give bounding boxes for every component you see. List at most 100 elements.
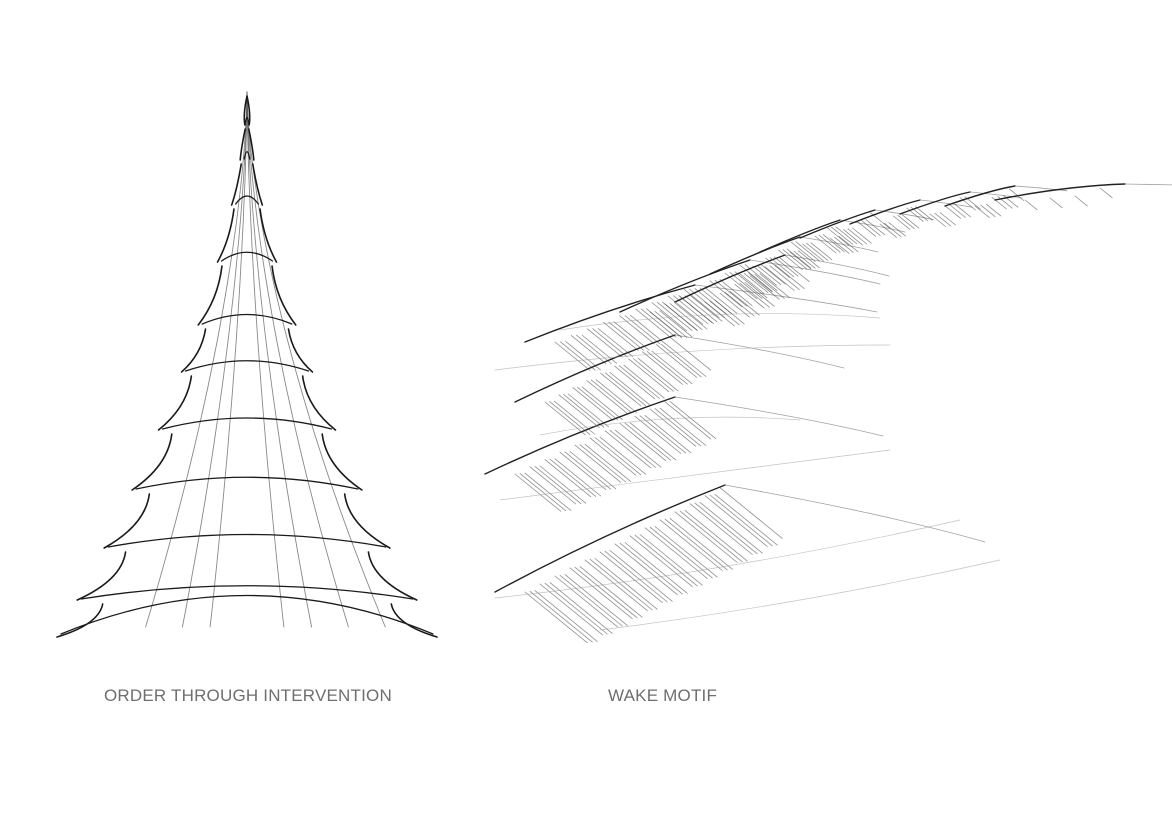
tree-tier-arc: [60, 594, 434, 635]
wake-hatch-stroke: [514, 473, 562, 512]
wake-ridge-line: [484, 396, 676, 475]
wake-hatch-stroke: [810, 242, 833, 261]
wake-hatch-stroke: [644, 527, 708, 579]
wake-hatch-stroke: [795, 241, 820, 262]
tree-branch-edge: [248, 128, 255, 161]
wake-hatch-stroke: [765, 257, 790, 278]
tree-tier-arc: [107, 533, 387, 548]
wake-hatch-stroke: [689, 503, 753, 555]
wake-hatch-stroke: [628, 358, 670, 393]
wake-hatch-stroke: [595, 379, 637, 413]
wake-trail-line: [919, 199, 973, 208]
wake-hatch-stroke: [614, 429, 662, 468]
tree-tier-arc: [220, 251, 274, 262]
wake-hatch-stroke: [1024, 199, 1038, 211]
wake-trail-line: [674, 396, 884, 437]
wake-hatch-stroke: [834, 236, 854, 253]
wake-hatch-stroke: [549, 458, 597, 497]
tree-tier-arc: [235, 195, 259, 205]
tree-tier-arc: [244, 116, 250, 125]
wake-hatch-stroke: [694, 502, 758, 555]
wake-hatch-stroke: [786, 248, 812, 269]
wake-hatch-stroke: [1049, 197, 1063, 209]
wake-hatch-stroke: [779, 257, 810, 283]
wake-hatch-stroke: [559, 574, 623, 627]
wake-hatch-stroke: [651, 302, 688, 332]
wake-hatch-stroke: [827, 227, 849, 246]
wake-trail-line: [784, 254, 890, 277]
wake-hatch-stroke: [791, 241, 816, 262]
wake-hatch-stroke: [797, 250, 820, 269]
wake-hatch-stroke: [534, 590, 598, 642]
wake-hatch-stroke: [564, 451, 612, 490]
wake-hatch-stroke: [656, 344, 698, 378]
wake-hatch-stroke: [991, 197, 1007, 210]
wake-trail-line: [839, 219, 906, 233]
wake-hatch-stroke: [773, 256, 799, 277]
wake-hatch-stroke: [519, 473, 567, 512]
wake-hatch-stroke: [584, 559, 648, 611]
wake-hatch-stroke: [640, 308, 677, 338]
wake-hatch-stroke: [624, 315, 661, 345]
wake-hatch-stroke: [619, 315, 655, 345]
wake-hatch-stroke: [704, 495, 768, 547]
wake-hatch-stroke: [724, 291, 755, 317]
wake-hatch-stroke: [684, 295, 718, 323]
tree-branch-edge: [301, 375, 337, 431]
wake-hatch-stroke: [581, 334, 618, 364]
wake-hatch-stroke: [847, 228, 868, 245]
wake-hatch-stroke: [563, 394, 605, 428]
wake-trail-line: [969, 191, 1023, 199]
wake-hatch-stroke: [739, 264, 773, 292]
tree-branch-edge: [76, 551, 127, 601]
wake-ridge-line: [799, 209, 876, 239]
wake-ridge-line: [759, 219, 841, 253]
wake-ridge-line: [494, 484, 726, 593]
wake-hatch-stroke: [1008, 188, 1025, 201]
wake-hatch-stroke: [679, 296, 713, 323]
wake-hatch-stroke: [586, 328, 623, 358]
wake-hatch-stroke: [635, 308, 671, 338]
tree-branch-edge: [259, 208, 278, 263]
wake-hatch-stroke: [835, 226, 858, 245]
wake-hatch-stroke: [614, 365, 656, 400]
wake-hatch-stroke: [759, 273, 790, 298]
wake-hatch-stroke: [609, 429, 657, 468]
wake-hatch-stroke: [619, 423, 667, 462]
wake-ridge-line: [994, 183, 1126, 201]
wake-hatch-stroke: [589, 558, 653, 611]
wake-hatch-stroke: [549, 582, 613, 634]
wake-flow-line: [494, 519, 961, 599]
wake-hatch-stroke: [659, 519, 723, 571]
tree-spine-line: [246, 91, 313, 628]
wake-hatch-stroke: [572, 387, 614, 421]
wake-hatch-stroke: [865, 219, 886, 236]
wake-hatch-stroke: [944, 205, 961, 219]
wake-hatch-stroke: [624, 422, 672, 461]
wake-hatch-stroke: [818, 234, 841, 253]
wake-hatch-stroke: [709, 300, 740, 326]
wake-hatch-stroke: [629, 422, 677, 461]
wake-hatch-stroke: [739, 283, 770, 308]
wake-hatch-stroke: [1099, 187, 1113, 199]
wake-flow-line: [499, 449, 891, 501]
tree-tier-arc: [80, 585, 414, 600]
wake-hatch-stroke: [764, 266, 795, 291]
wake-hatch-stroke: [843, 229, 863, 246]
tree-branch-edge: [131, 433, 173, 491]
wake-hatch-stroke: [544, 459, 592, 498]
wake-hatch-stroke: [892, 215, 911, 230]
wake-ridge-line: [899, 191, 971, 215]
wake-hatch-stroke: [597, 328, 634, 358]
tree-branch-edge: [216, 208, 235, 263]
wake-hatch-stroke: [665, 343, 707, 377]
wake-hatch-stroke: [683, 289, 720, 318]
wake-ridge-line: [709, 236, 801, 275]
wake-hatch-stroke: [744, 282, 775, 307]
wake-hatch-stroke: [719, 487, 783, 539]
wake-hatch-stroke: [774, 264, 805, 289]
wake-hatch-stroke: [642, 351, 684, 385]
wake-hatch-stroke: [609, 372, 651, 406]
wake-hatch-stroke: [600, 372, 642, 407]
tree-branch-edge: [180, 328, 207, 373]
